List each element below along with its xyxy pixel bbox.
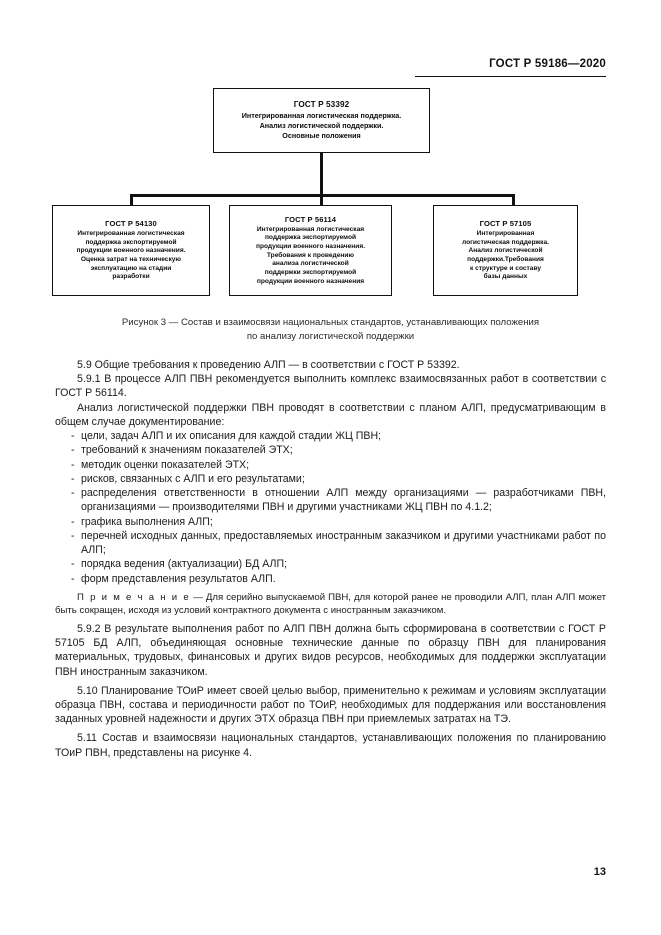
connector-drop-middle [320,194,323,207]
note-paragraph: П р и м е ч а н и е — Для серийно выпуск… [55,591,606,617]
list-item: методик оценки показателей ЭТХ; [55,458,606,472]
connector-drop-left [130,194,133,207]
document-standard-header: ГОСТ Р 59186—2020 [489,58,606,70]
diagram-node-root-description: Интегрированная логистическая поддержка.… [241,110,402,141]
diagram-node-gost-56114: ГОСТ Р 56114 Интегрированная логистическ… [229,205,392,296]
diagram-node-gost-56114-code: ГОСТ Р 56114 [284,214,337,224]
diagram-node-gost-54130-code: ГОСТ Р 54130 [105,218,157,228]
diagram-node-gost-57105-code: ГОСТ Р 57105 [479,218,532,228]
figure-caption: Рисунок 3 — Состав и взаимосвязи национа… [55,316,606,344]
list-item: форм представления результатов АЛП. [55,572,606,586]
list-item: порядка ведения (актуализации) БД АЛП; [55,557,606,571]
figure-caption-line-1: Рисунок 3 — Состав и взаимосвязи национа… [121,317,540,328]
clause-5-10: 5.10 Планирование ТОиР имеет своей целью… [55,684,606,726]
list-item: перечней исходных данных, предоставляемы… [55,529,606,557]
page-number: 13 [593,866,606,878]
note-text: — Для серийно выпускаемой ПВН, для котор… [55,591,606,616]
list-item: рисков, связанных с АЛП и его результата… [55,472,606,486]
note-label: П р и м е ч а н и е [77,591,191,603]
header-rule [415,76,606,77]
list-item: распределения ответственности в отношени… [55,486,606,514]
clause-5-11: 5.11 Состав и взаимосвязи национальных с… [55,732,606,759]
connector-drop-right [512,194,515,207]
paragraph-analysis-intro: Анализ логистической поддержки ПВН прово… [55,401,606,428]
diagram-node-gost-54130: ГОСТ Р 54130 Интегрированная логистическ… [52,205,210,296]
body-text: 5.9 Общие требования к проведению АЛП — … [55,358,606,760]
clause-5-9-1: 5.9.1 В процессе АЛП ПВН рекомендуется в… [55,373,606,400]
list-item: требований к значениям показателей ЭТХ; [55,443,606,457]
clause-5-9-2: 5.9.2 В результате выполнения работ по А… [55,622,606,678]
figure-caption-line-2: по анализу логистической поддержки [246,330,415,342]
diagram-node-root-code: ГОСТ Р 53392 [293,99,350,109]
clause-5-9: 5.9 Общие требования к проведению АЛП — … [77,359,460,371]
connector-root-stem [320,153,323,196]
list-item: цели, задач АЛП и их описания для каждой… [55,429,606,443]
diagram-node-root: ГОСТ Р 53392 Интегрированная логистическ… [213,88,430,153]
list-item: графика выполнения АЛП; [55,515,606,529]
standards-relationship-diagram: ГОСТ Р 53392 Интегрированная логистическ… [48,88,613,308]
